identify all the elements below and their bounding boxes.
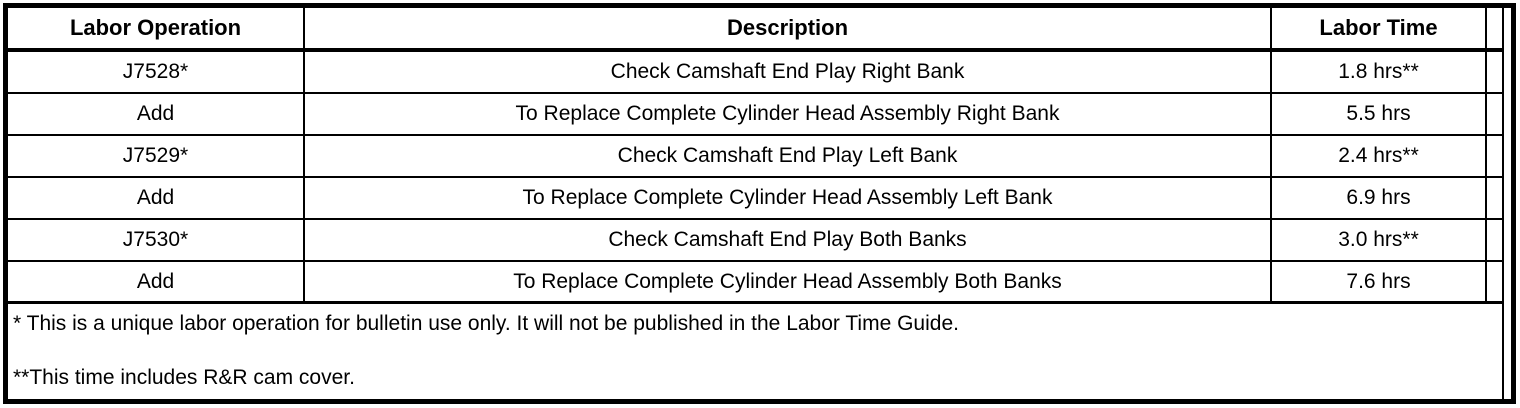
footnotes-section: * This is a unique labor operation for b… <box>8 304 1502 399</box>
cell-labor-operation: J7528* <box>8 52 305 92</box>
cell-labor-time: 1.8 hrs** <box>1272 52 1487 92</box>
cell-labor-operation: Add <box>8 94 305 134</box>
cell-labor-time: 3.0 hrs** <box>1272 220 1487 260</box>
cell-description: Check Camshaft End Play Both Banks <box>305 220 1272 260</box>
table-row: J7528*Check Camshaft End Play Right Bank… <box>8 52 1502 94</box>
cell-labor-operation: J7530* <box>8 220 305 260</box>
column-header-labor-operation: Labor Operation <box>8 8 305 48</box>
table-header-row: Labor Operation Description Labor Time <box>8 8 1502 52</box>
cell-labor-operation: Add <box>8 262 305 301</box>
footnote-rr-cam-cover: **This time includes R&R cam cover. <box>13 366 355 389</box>
cell-labor-operation: J7529* <box>8 136 305 176</box>
cell-description: Check Camshaft End Play Right Bank <box>305 52 1272 92</box>
column-header-description: Description <box>305 8 1272 48</box>
spacer-cell <box>1487 262 1502 301</box>
spacer-cell <box>1487 136 1502 176</box>
cell-description: To Replace Complete Cylinder Head Assemb… <box>305 262 1272 301</box>
footnote-unique-operation: * This is a unique labor operation for b… <box>13 312 959 335</box>
column-header-labor-time: Labor Time <box>1272 8 1487 48</box>
table-row: J7530*Check Camshaft End Play Both Banks… <box>8 220 1502 262</box>
spacer-cell <box>1487 94 1502 134</box>
outer-frame: Labor Operation Description Labor Time J… <box>3 3 1516 404</box>
column-header-spacer <box>1487 8 1502 48</box>
cell-labor-time: 6.9 hrs <box>1272 178 1487 218</box>
cell-description: To Replace Complete Cylinder Head Assemb… <box>305 94 1272 134</box>
cell-labor-time: 5.5 hrs <box>1272 94 1487 134</box>
labor-time-table: Labor Operation Description Labor Time J… <box>8 8 1504 399</box>
cell-description: To Replace Complete Cylinder Head Assemb… <box>305 178 1272 218</box>
cell-labor-time: 2.4 hrs** <box>1272 136 1487 176</box>
spacer-cell <box>1487 52 1502 92</box>
cell-description: Check Camshaft End Play Left Bank <box>305 136 1272 176</box>
table-body: J7528*Check Camshaft End Play Right Bank… <box>8 52 1502 304</box>
cell-labor-operation: Add <box>8 178 305 218</box>
spacer-cell <box>1487 178 1502 218</box>
spacer-cell <box>1487 220 1502 260</box>
cell-labor-time: 7.6 hrs <box>1272 262 1487 301</box>
